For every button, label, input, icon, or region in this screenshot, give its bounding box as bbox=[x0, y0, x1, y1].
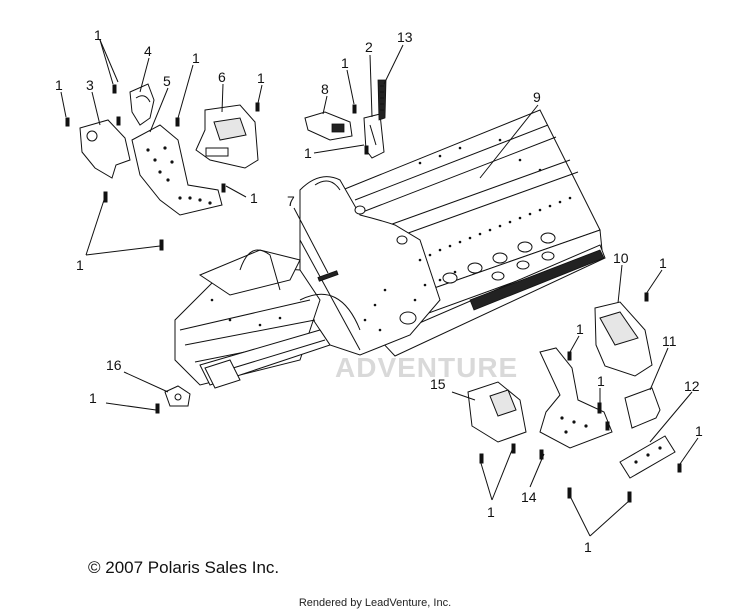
callout: 1 bbox=[695, 423, 703, 439]
rivet-dots bbox=[210, 138, 572, 332]
part-2-support bbox=[363, 113, 385, 159]
part-5-plate bbox=[131, 124, 223, 216]
part-16-bumper bbox=[164, 385, 191, 407]
part-6-plate bbox=[195, 104, 259, 169]
callout: 1 bbox=[341, 55, 349, 71]
part-8-bracket bbox=[304, 111, 353, 141]
callout: 1 bbox=[304, 145, 312, 161]
part-11-plate bbox=[624, 387, 661, 429]
callout: 7 bbox=[287, 193, 295, 209]
callout: 1 bbox=[576, 321, 584, 337]
callout: 15 bbox=[430, 376, 446, 392]
callout: 6 bbox=[218, 69, 226, 85]
callout: 1 bbox=[192, 50, 200, 66]
callout: 1 bbox=[94, 27, 102, 43]
callout: 1 bbox=[89, 390, 97, 406]
callout: 1 bbox=[55, 77, 63, 93]
callout: 1 bbox=[597, 373, 605, 389]
leader-lines bbox=[60, 39, 699, 537]
callout: 1 bbox=[584, 539, 592, 555]
callout: 1 bbox=[76, 257, 84, 273]
part-10-cover bbox=[594, 301, 653, 377]
callout-labels: 1 1 3 4 1 5 6 1 1 2 13 8 9 1 1 7 1 10 1 … bbox=[55, 27, 703, 555]
callout: 5 bbox=[163, 73, 171, 89]
vent-holes bbox=[442, 232, 556, 284]
callout: 16 bbox=[106, 357, 122, 373]
callout: 9 bbox=[533, 89, 541, 105]
callout: 3 bbox=[86, 77, 94, 93]
watermark: ADVENTURE bbox=[335, 352, 518, 383]
fasteners bbox=[65, 84, 682, 503]
callout: 13 bbox=[397, 29, 413, 45]
part-4-bracket bbox=[129, 83, 155, 126]
callout: 1 bbox=[257, 70, 265, 86]
part-13-strap bbox=[377, 79, 387, 121]
callout: 1 bbox=[659, 255, 667, 271]
footer-credit: Rendered by LeadVenture, Inc. bbox=[298, 597, 452, 609]
callout: 2 bbox=[365, 39, 373, 55]
part-15-bracket bbox=[467, 381, 527, 443]
callout: 10 bbox=[613, 250, 629, 266]
callout: 12 bbox=[684, 378, 700, 394]
callout: 8 bbox=[321, 81, 329, 97]
callout: 4 bbox=[144, 43, 152, 59]
part-14-bracket bbox=[539, 347, 613, 449]
part-12-plate bbox=[619, 435, 676, 479]
part-3-bracket bbox=[79, 119, 131, 179]
chassis-frame bbox=[174, 109, 606, 389]
callout: 1 bbox=[250, 190, 258, 206]
callout: 14 bbox=[521, 489, 537, 505]
copyright-notice: © 2007 Polaris Sales Inc. bbox=[88, 558, 280, 577]
callout: 1 bbox=[487, 504, 495, 520]
callout: 11 bbox=[662, 333, 677, 349]
